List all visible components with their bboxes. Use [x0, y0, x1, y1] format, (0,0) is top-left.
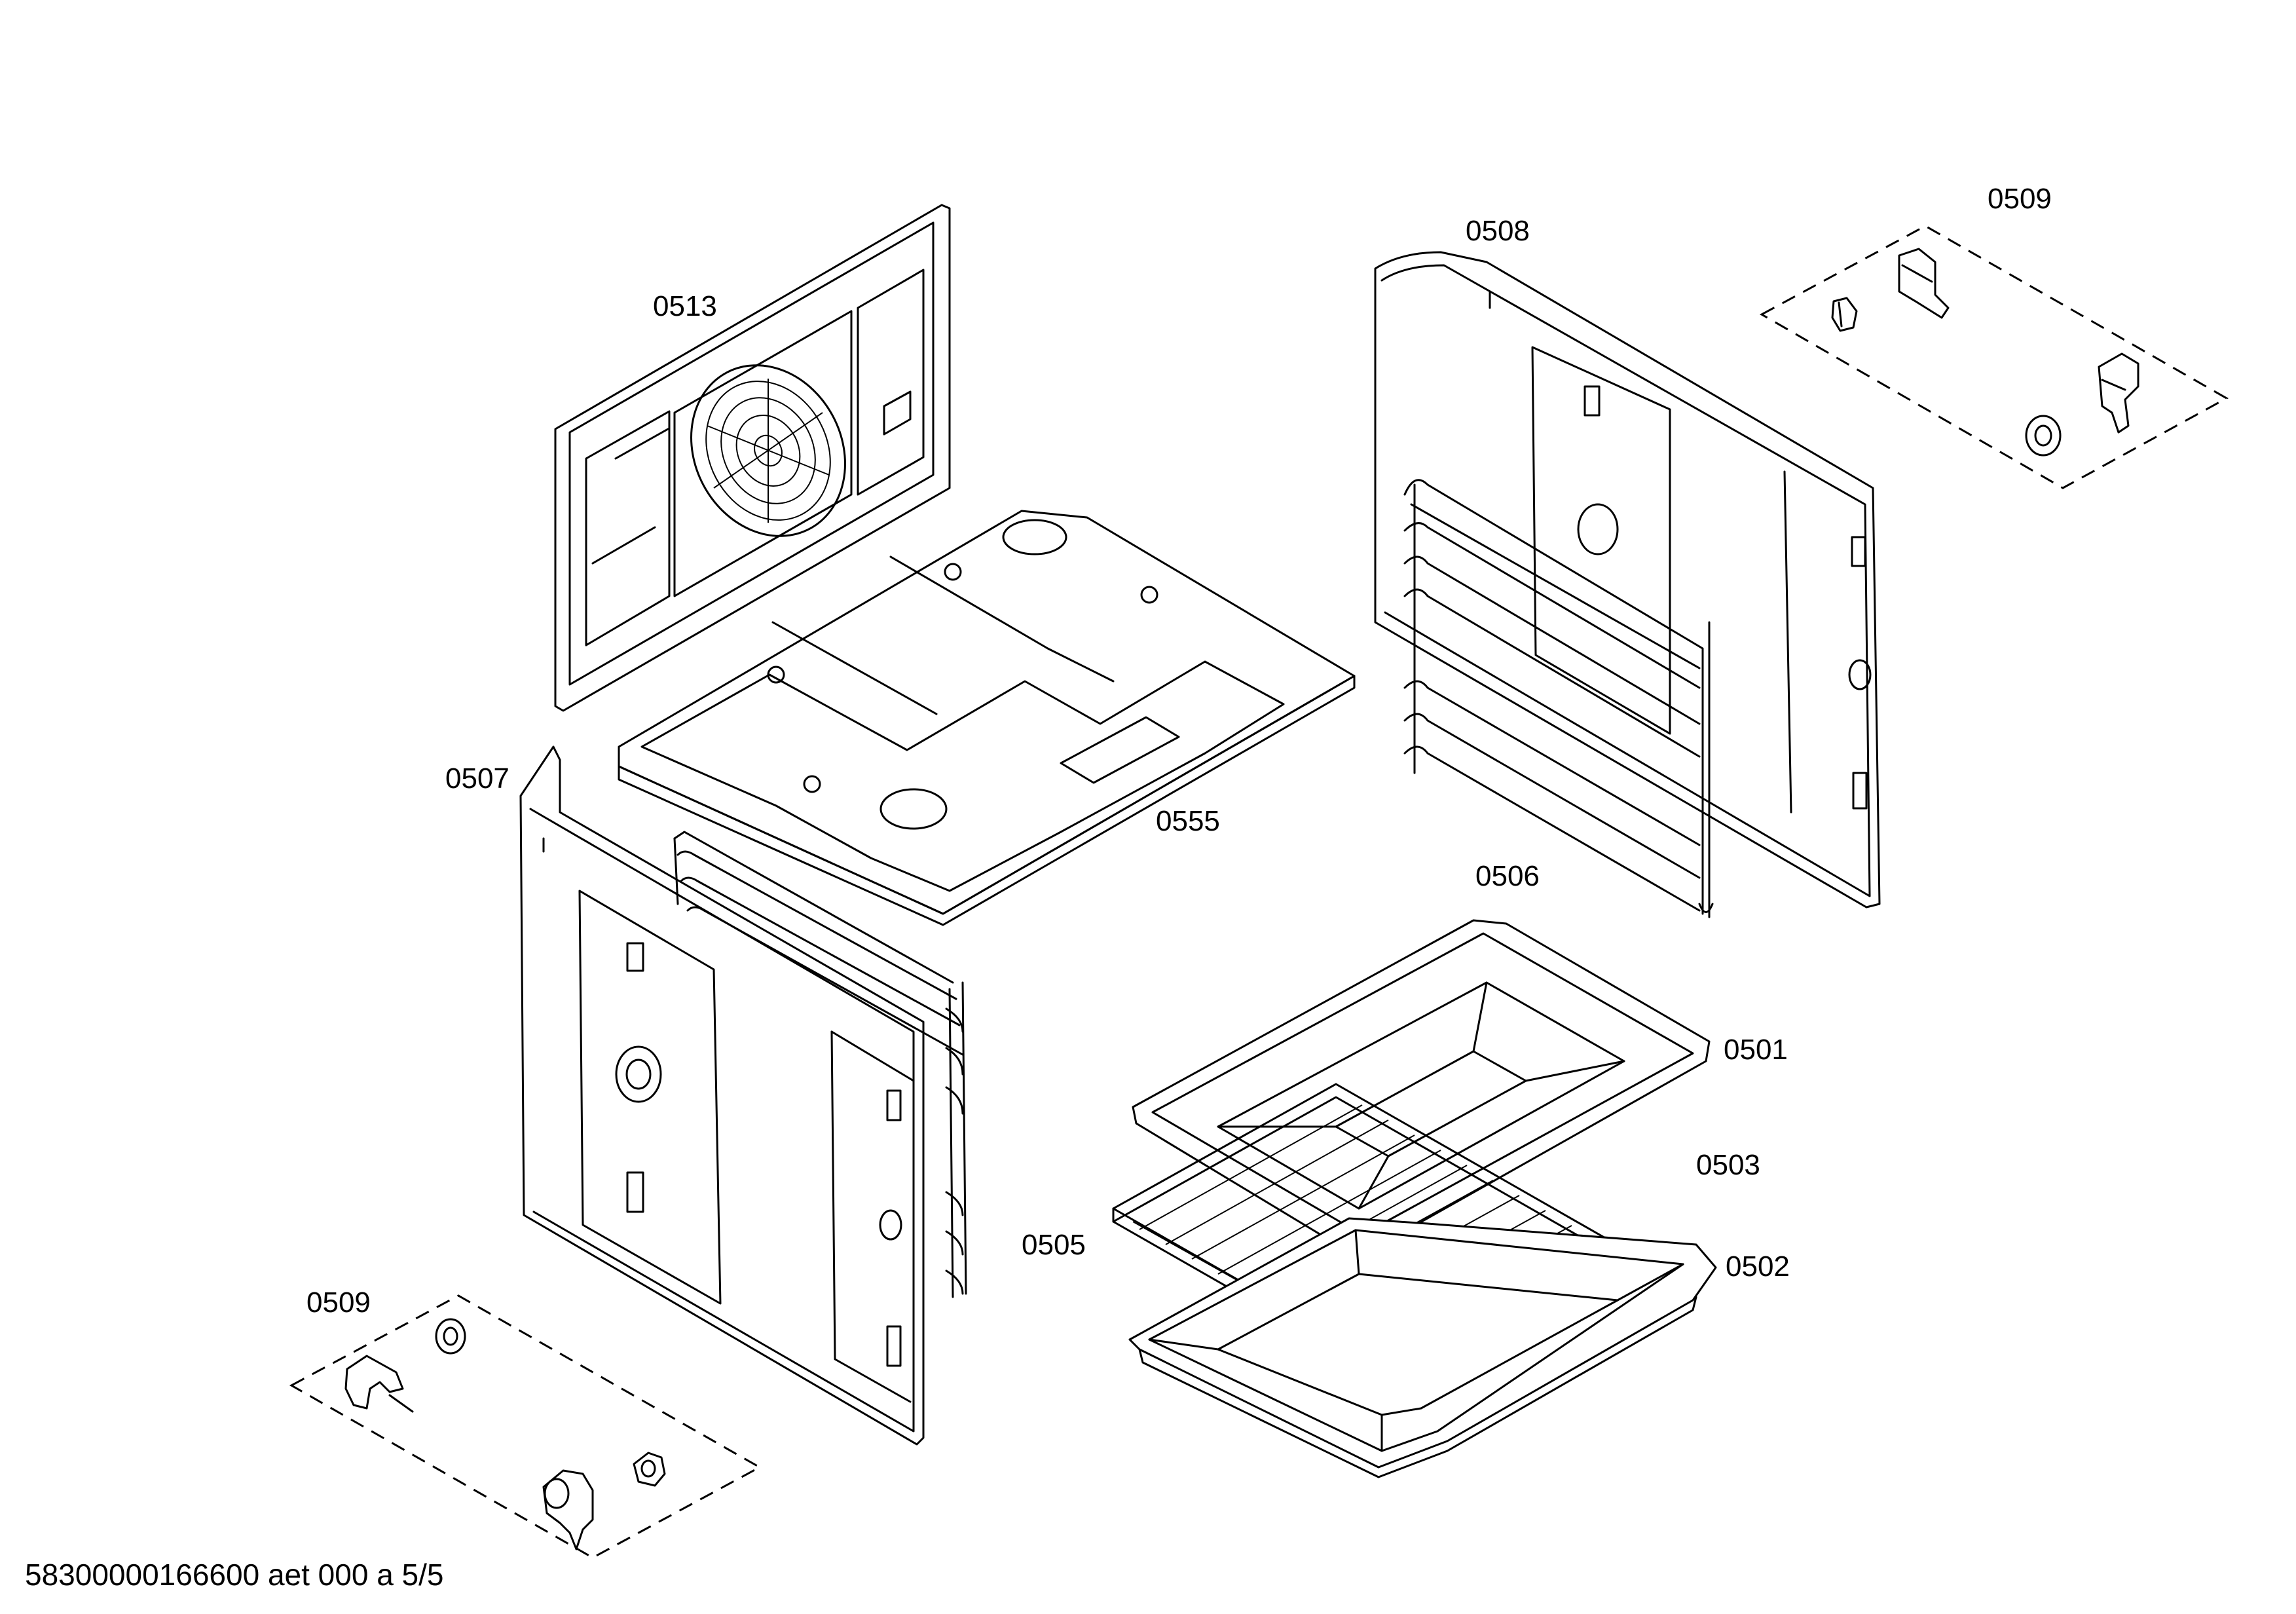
- label-0501: 0501: [1724, 1034, 1788, 1066]
- label-0513: 0513: [653, 290, 717, 322]
- label-0507: 0507: [445, 762, 509, 795]
- nut-icon: [435, 1318, 466, 1355]
- clip-icon: [1898, 248, 1950, 319]
- document-code: 58300000166600 aet 000 a 5/5: [25, 1558, 444, 1592]
- label-0503: 0503: [1696, 1149, 1760, 1181]
- label-0509-top: 0509: [1988, 183, 2052, 215]
- nut-icon: [1831, 297, 1858, 332]
- label-0508: 0508: [1466, 215, 1530, 247]
- clip-icon: [344, 1355, 414, 1413]
- label-0506: 0506: [1475, 860, 1540, 892]
- part-0555-top-plate: [618, 510, 1356, 926]
- bracket-icon: [542, 1469, 594, 1550]
- grommet-icon: [2025, 415, 2062, 457]
- bracket-icon: [2098, 352, 2139, 434]
- part-0502-baking-tray: [1128, 1217, 1717, 1478]
- part-0509-bottom-clips: [289, 1294, 762, 1559]
- fan-guard-icon: [690, 364, 846, 537]
- part-0509-top-clips: [1759, 225, 2229, 489]
- part-0505-left-shelf-rails: [673, 831, 967, 1298]
- grommet-icon: [633, 1452, 666, 1487]
- label-0502: 0502: [1726, 1250, 1790, 1283]
- part-0513-back-panel: [554, 204, 951, 712]
- label-0505: 0505: [1022, 1229, 1086, 1261]
- label-0555: 0555: [1156, 805, 1220, 837]
- part-0501-deep-tray: [1132, 919, 1711, 1249]
- label-0509-bottom: 0509: [306, 1286, 371, 1319]
- part-0508-right-side-wall: [1374, 251, 1881, 909]
- part-0506-right-shelf-rails: [1403, 479, 1714, 918]
